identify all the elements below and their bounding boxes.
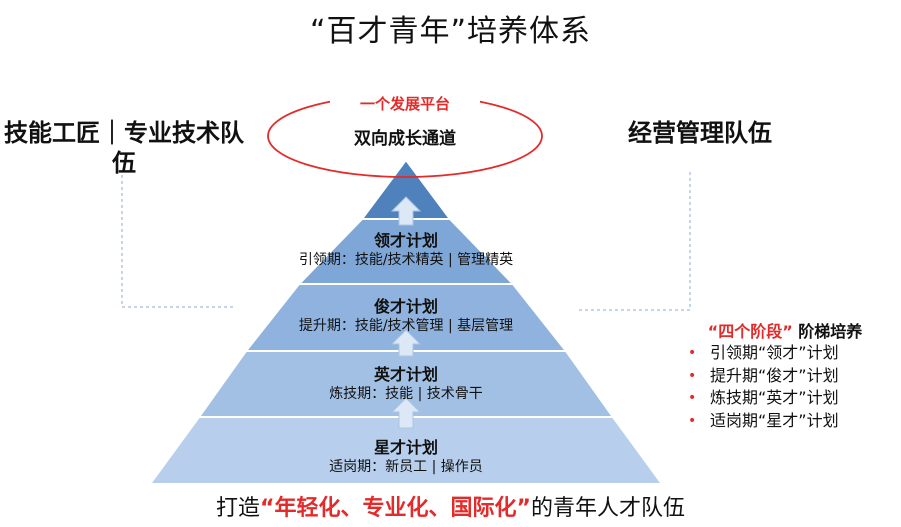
- tier-3-title: 英才计划: [373, 365, 438, 384]
- footer-prefix: 打造: [216, 496, 261, 521]
- stages-heading: “四个阶段” 阶梯培养: [680, 318, 890, 342]
- tier-2-title: 俊才计划: [373, 297, 438, 316]
- stages-heading-rest: 阶梯培养: [798, 322, 863, 341]
- list-item: •提升期“俊才”计划: [688, 365, 839, 388]
- right-track-title: 经营管理队伍: [628, 119, 772, 147]
- footer-highlight: “年轻化、专业化、国际化”: [260, 496, 531, 521]
- left-connector: [121, 175, 236, 308]
- stages-list: •引领期“领才”计划 •提升期“俊才”计划 •炼技期“英才”计划 •适岗期“星才…: [688, 342, 839, 432]
- bullet-icon: •: [688, 390, 697, 406]
- list-item: •炼技期“英才”计划: [688, 387, 839, 410]
- bullet-icon: •: [688, 345, 697, 361]
- right-connector: [576, 172, 691, 311]
- up-arrow-icon: [390, 196, 422, 226]
- footer-slogan: 打造“年轻化、专业化、国际化”的青年人才队伍: [0, 490, 901, 522]
- list-item: •适岗期“星才”计划: [688, 410, 839, 433]
- tier-1-desc: 引领期：技能/技术精英 | 管理精英: [298, 252, 514, 268]
- left-track-title: 技能工匠｜专业技术队伍: [4, 119, 244, 177]
- tier-1-title: 领才计划: [373, 231, 438, 250]
- footer-suffix: 的青年人才队伍: [530, 496, 685, 521]
- list-item: •引领期“领才”计划: [688, 342, 839, 365]
- up-arrow-icon: [390, 329, 422, 357]
- page-title: “百才青年”培养体系: [309, 14, 592, 49]
- tier-4-desc: 适岗期：新员工 | 操作员: [329, 459, 483, 475]
- up-arrow-icon: [390, 397, 422, 429]
- tier-2-desc: 提升期：技能/技术管理 | 基层管理: [298, 318, 514, 334]
- channel-label: 双向成长通道: [354, 129, 456, 149]
- tier-4-band: [148, 416, 664, 485]
- stages-heading-highlight: “四个阶段”: [707, 322, 793, 341]
- platform-label: 一个发展平台: [330, 93, 480, 114]
- tier-4-title: 星才计划: [373, 438, 438, 457]
- tier-3-desc: 炼技期：技能 | 技术骨干: [329, 386, 483, 402]
- bullet-icon: •: [688, 367, 697, 384]
- bullet-icon: •: [688, 412, 697, 429]
